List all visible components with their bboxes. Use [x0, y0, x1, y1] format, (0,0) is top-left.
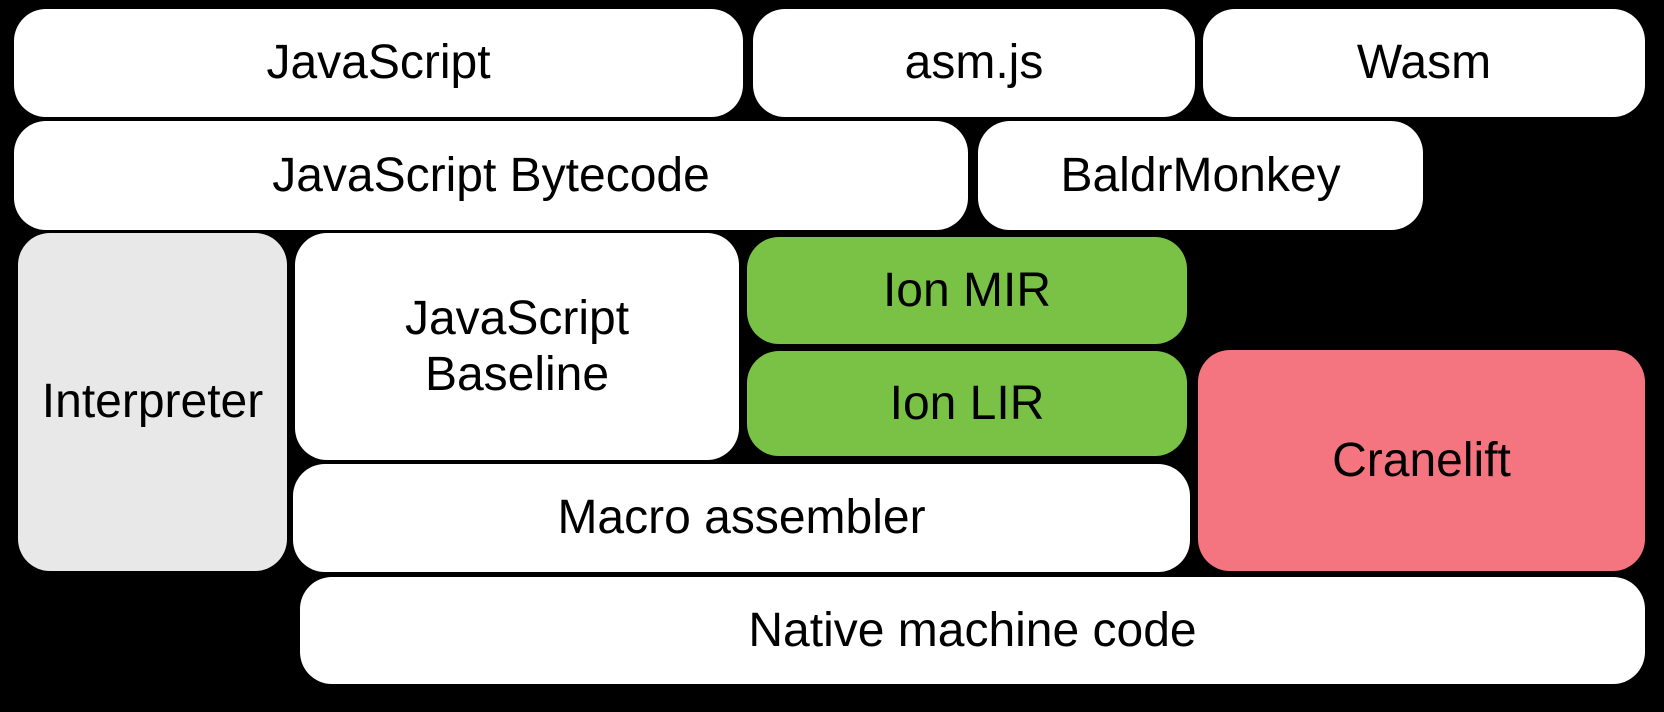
node-interpreter: Interpreter [18, 233, 287, 571]
node-label-native-machine-code: Native machine code [748, 603, 1197, 657]
node-label-cranelift: Cranelift [1332, 433, 1511, 487]
node-label-macro-assembler: Macro assembler [557, 491, 926, 545]
node-cranelift: Cranelift [1198, 350, 1645, 571]
node-label-javascript-baseline: JavaScript Baseline [404, 292, 630, 401]
node-ion-mir: Ion MIR [747, 237, 1187, 344]
node-label-baldrmonkey: BaldrMonkey [1060, 148, 1341, 202]
node-label-javascript: JavaScript [266, 36, 491, 90]
node-javascript-bytecode: JavaScript Bytecode [14, 121, 968, 230]
node-label-javascript-bytecode: JavaScript Bytecode [272, 148, 710, 202]
node-label-wasm: Wasm [1356, 36, 1492, 90]
node-ion-lir: Ion LIR [747, 351, 1187, 456]
node-baldrmonkey: BaldrMonkey [978, 121, 1423, 230]
node-javascript-baseline: JavaScript Baseline [295, 233, 739, 460]
node-macro-assembler: Macro assembler [293, 464, 1190, 572]
node-label-interpreter: Interpreter [41, 375, 264, 429]
node-wasm: Wasm [1203, 9, 1645, 117]
node-asmjs: asm.js [753, 9, 1195, 117]
node-native-machine-code: Native machine code [300, 577, 1645, 684]
node-javascript: JavaScript [14, 9, 743, 117]
node-label-ion-lir: Ion LIR [889, 376, 1045, 430]
node-label-asmjs: asm.js [904, 36, 1044, 90]
node-label-ion-mir: Ion MIR [882, 263, 1052, 317]
